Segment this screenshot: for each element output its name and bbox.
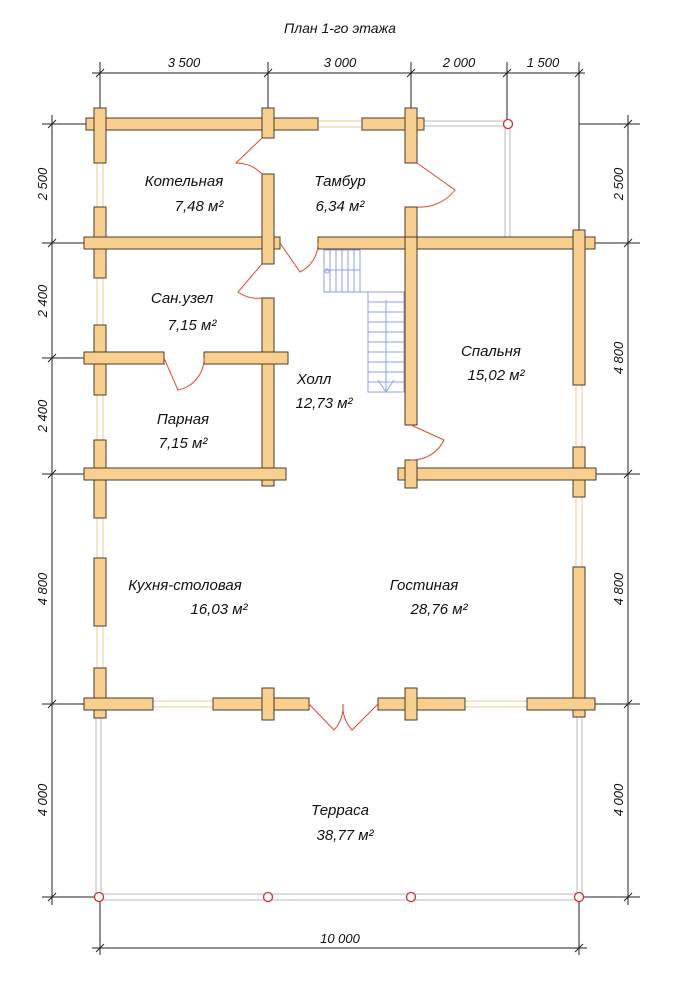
- room-area: 28,76 м²: [410, 601, 469, 618]
- room-tambur: Тамбур 6,34 м²: [314, 173, 365, 215]
- dim-right-2: 4 800: [611, 341, 626, 374]
- dim-left-5: 4 000: [35, 783, 50, 816]
- room-area: 7,15 м²: [168, 317, 218, 334]
- room-kukhnya: Кухня-столовая 16,03 м²: [128, 577, 248, 618]
- room-terrasa: Терраса 38,77 м²: [311, 802, 374, 844]
- dim-left-2: 2 400: [35, 284, 50, 318]
- windows: [96, 120, 583, 708]
- dimension-right: 2 500 4 800 4 800 4 000: [579, 115, 640, 905]
- room-area: 38,77 м²: [317, 827, 375, 844]
- dim-right-1: 2 500: [611, 167, 626, 201]
- room-holl: Холл 12,73 м²: [296, 371, 354, 412]
- room-sanuzel: Сан.узел 7,15 м²: [151, 290, 218, 334]
- room-name: Спальня: [461, 343, 521, 360]
- dim-right-4: 4 000: [611, 783, 626, 816]
- room-parnaya: Парная 7,15 м²: [157, 411, 209, 452]
- dim-top-4: 1 500: [527, 55, 560, 70]
- room-name: Кухня-столовая: [128, 577, 241, 594]
- dimension-left: 2 500 2 400 2 400 4 800 4 000: [35, 115, 100, 905]
- room-area: 7,48 м²: [175, 198, 225, 215]
- dimension-bottom: 10 000: [92, 898, 587, 955]
- dim-bottom: 10 000: [320, 931, 361, 946]
- plan-title: План 1-го этажа: [284, 20, 396, 36]
- room-area: 16,03 м²: [191, 601, 249, 618]
- dim-left-3: 2 400: [35, 399, 50, 433]
- room-name: Сан.узел: [151, 290, 214, 307]
- room-name: Парная: [157, 411, 209, 428]
- room-area: 7,15 м²: [159, 435, 209, 452]
- room-name: Холл: [296, 371, 332, 388]
- dim-top-2: 3 000: [324, 55, 357, 70]
- room-name: Котельная: [145, 173, 223, 190]
- room-gostinaya: Гостиная 28,76 м²: [390, 577, 469, 618]
- porch-railing: [417, 120, 511, 240]
- staircase: [323, 249, 405, 393]
- room-kotelnaya: Котельная 7,48 м²: [145, 173, 225, 215]
- room-name: Тамбур: [314, 173, 365, 190]
- posts: [93, 118, 585, 903]
- room-area: 12,73 м²: [296, 395, 354, 412]
- doors: [163, 137, 456, 731]
- walls: [83, 107, 597, 721]
- terrace-railing: [95, 714, 583, 901]
- room-area: 15,02 м²: [468, 367, 526, 384]
- room-name: Терраса: [311, 802, 369, 819]
- dim-left-1: 2 500: [35, 167, 50, 201]
- room-area: 6,34 м²: [316, 198, 366, 215]
- dim-top-1: 3 500: [168, 55, 201, 70]
- dimension-top: 3 500 3 000 2 000 1 500: [92, 55, 585, 240]
- dim-top-3: 2 000: [442, 55, 476, 70]
- dim-right-3: 4 800: [611, 572, 626, 605]
- room-spalnya: Спальня 15,02 м²: [461, 343, 525, 384]
- dim-left-4: 4 800: [35, 572, 50, 605]
- room-name: Гостиная: [390, 577, 459, 594]
